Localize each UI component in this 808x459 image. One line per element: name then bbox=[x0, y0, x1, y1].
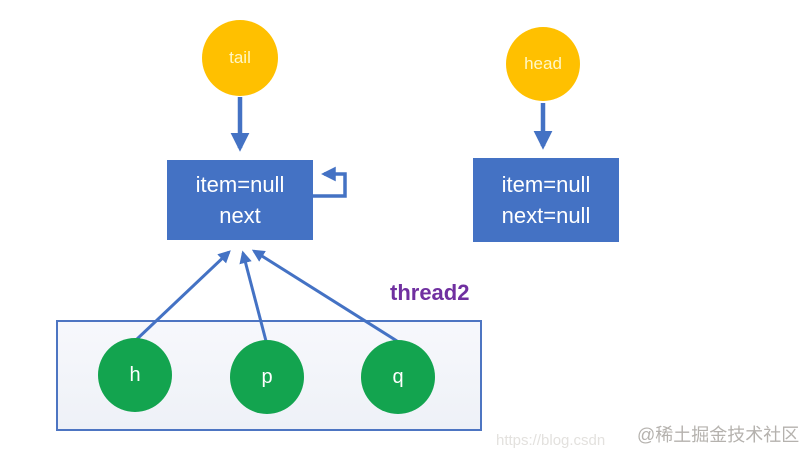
arrow-q-to-sentinel bbox=[251, 249, 398, 343]
juejin-community-watermark: @稀土掘金技术社区 bbox=[637, 425, 800, 445]
arrow-p-to-sentinel bbox=[239, 250, 268, 342]
arrow-h-to-sentinel bbox=[134, 250, 231, 342]
head-node-box: item=null next=null bbox=[473, 158, 619, 242]
sentinel-next-field: next bbox=[219, 203, 261, 228]
sentinel-item-field: item=null bbox=[195, 172, 285, 197]
queue-item-p: p bbox=[230, 340, 304, 414]
tail-pointer-label: tail bbox=[229, 48, 251, 67]
thread2-label: thread2 bbox=[390, 280, 470, 305]
head-node-item-field: item=null bbox=[501, 172, 591, 197]
head-pointer-node: head bbox=[506, 27, 580, 101]
queue-item-q-label: q bbox=[392, 365, 404, 388]
sentinel-node-box: item=null next bbox=[167, 160, 313, 240]
queue-item-h-label: h bbox=[129, 363, 141, 386]
queue-item-h: h bbox=[98, 338, 172, 412]
head-node-next-field: next=null bbox=[501, 203, 591, 228]
arrow-self-loop-next bbox=[313, 166, 347, 198]
csdn-url-watermark: https://blog.csdn bbox=[496, 432, 606, 449]
queue-item-p-label: p bbox=[261, 365, 273, 388]
tail-pointer-node: tail bbox=[202, 20, 278, 96]
head-pointer-label: head bbox=[524, 54, 562, 73]
queue-item-q: q bbox=[361, 340, 435, 414]
